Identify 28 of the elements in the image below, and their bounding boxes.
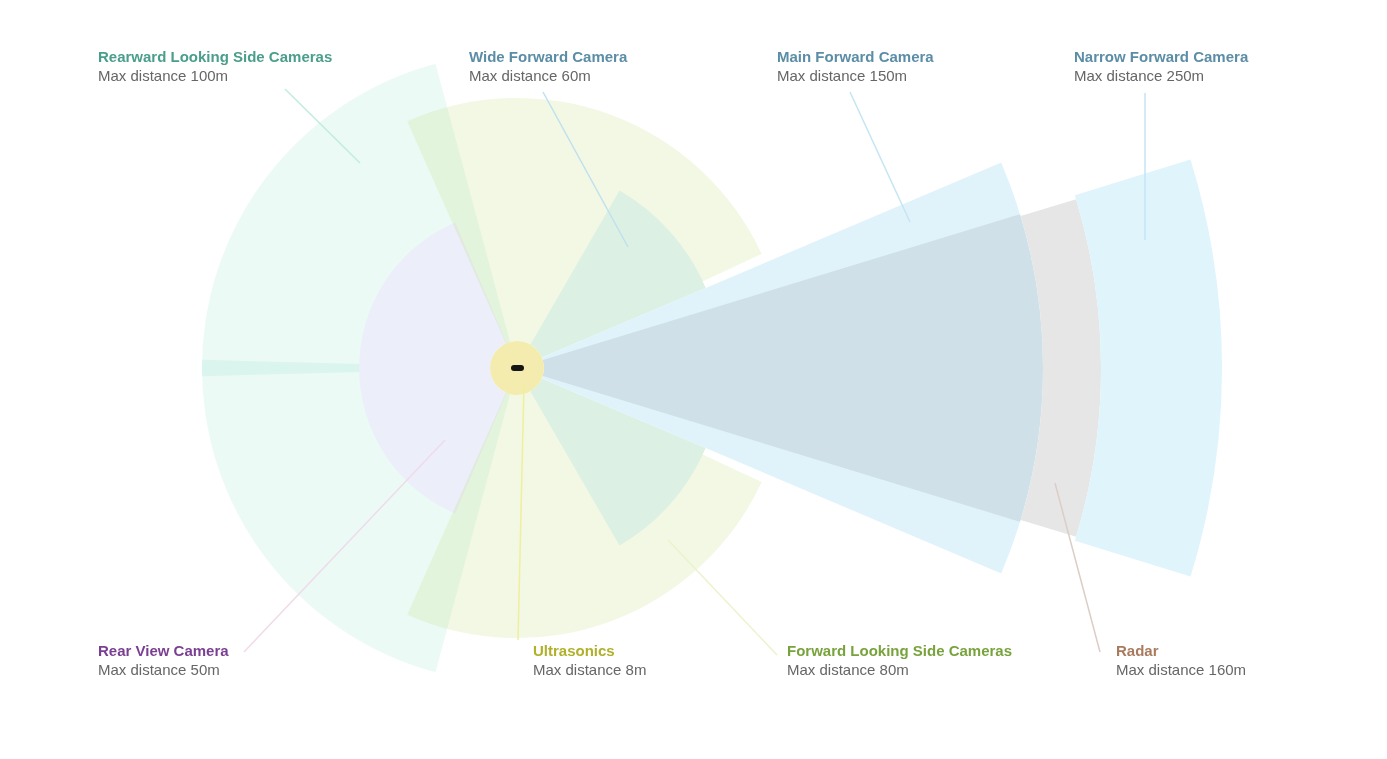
sensor-name: Rear View Camera [98, 641, 229, 660]
coverage-wedge [1074, 159, 1221, 577]
coverage-wedge [541, 162, 1043, 574]
leader-line [243, 439, 446, 653]
leader-line [1054, 482, 1101, 653]
sensor-name: Radar [1116, 641, 1160, 660]
leader-line [542, 91, 629, 248]
range-text: Max distance 8m [533, 660, 647, 679]
leader-line [667, 539, 778, 656]
range-text: Max distance 250m [1074, 66, 1206, 85]
sensor-name: Wide Forward Camera [469, 47, 628, 66]
leader-line [284, 88, 361, 164]
range-text: Max distance 80m [787, 660, 910, 679]
sensor-name: Narrow Forward Camera [1074, 47, 1249, 66]
coverage-wedge [359, 222, 507, 514]
sensor-name: Ultrasonics [533, 641, 616, 660]
sensor-name: Forward Looking Side Cameras [787, 641, 1013, 660]
range-text: Max distance 50m [98, 660, 221, 679]
leader-line [849, 91, 911, 223]
coverage-wedge [1020, 199, 1100, 537]
range-text: Max distance 100m [98, 66, 230, 85]
range-text: Max distance 150m [777, 66, 909, 85]
range-text: Max distance 60m [469, 66, 592, 85]
leader-line [1144, 92, 1146, 241]
range-text: Max distance 160m [1116, 660, 1247, 679]
leader-line [517, 383, 525, 641]
sensor-name: Main Forward Camera [777, 47, 934, 66]
sensor-name: Rearward Looking Side Cameras [98, 47, 333, 66]
